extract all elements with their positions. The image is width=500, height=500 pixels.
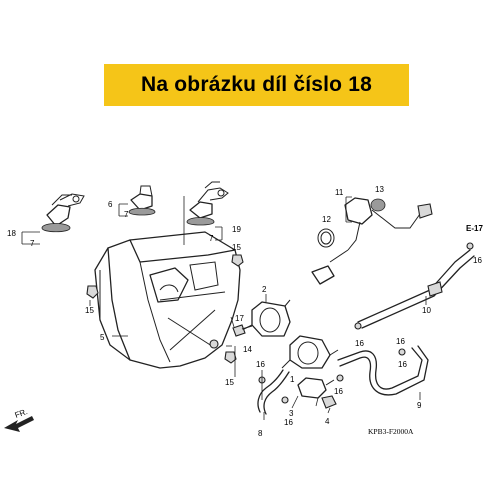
callout-15-c: 15: [225, 378, 234, 387]
fuel-tank: [94, 231, 241, 369]
callout-7-c: 7: [209, 234, 214, 243]
callout-16-g: 16: [398, 360, 407, 369]
callout-8: 8: [258, 429, 263, 438]
callout-16-d: 16: [355, 339, 364, 348]
front-arrow-icon: [4, 416, 34, 432]
callout-7-a: 7: [30, 239, 35, 248]
callout-13: 13: [375, 185, 384, 194]
fuel-tube-9: [337, 345, 429, 396]
callout-16-b: 16: [284, 418, 293, 427]
cap-lock-set-18: [41, 193, 85, 233]
callout-11: 11: [335, 188, 344, 197]
callout-10: 10: [422, 306, 431, 315]
front-label: FR.: [14, 407, 29, 420]
fuel-tube-8: [257, 369, 290, 415]
fuel-unit-12: [329, 197, 433, 263]
callout-4: 4: [325, 417, 330, 426]
callout-16-c: 16: [334, 387, 343, 396]
callout-3: 3: [289, 409, 294, 418]
callout-15-b: 15: [232, 243, 241, 252]
diagram-code: KPB3-F2000A: [368, 427, 414, 436]
clip-14: [209, 339, 219, 349]
cap-lock-set-19: [186, 181, 229, 226]
float-arm: [311, 265, 335, 285]
callout-16-e: 16: [396, 337, 405, 346]
fuel-pump-1: [281, 335, 339, 369]
callout-16-a: 16: [256, 360, 265, 369]
part-number-banner: Na obrázku díl číslo 18: [104, 64, 409, 106]
callout-15-a: 15: [85, 306, 94, 315]
clamp-4: [321, 395, 337, 409]
callout-17: 17: [235, 314, 244, 323]
gasket-13: [370, 198, 386, 212]
callout-6: 6: [108, 200, 113, 209]
callout-9: 9: [417, 401, 422, 410]
banner-title: Na obrázku díl číslo 18: [140, 73, 372, 96]
cap-lock-set-6: [128, 185, 156, 216]
nut-15-right: [231, 254, 244, 267]
callout-7-b: 7: [124, 210, 129, 219]
callout-1: 1: [290, 375, 295, 384]
section-reference: E-17: [466, 224, 483, 233]
nut-15-left: [86, 285, 99, 299]
nut-15-bottom: [224, 351, 237, 364]
callout-12: 12: [322, 215, 331, 224]
callout-2: 2: [262, 285, 267, 294]
callout-19: 19: [232, 225, 241, 234]
fuel-strainer-3: [297, 377, 335, 399]
callout-5: 5: [100, 333, 105, 342]
callout-14: 14: [243, 345, 252, 354]
callout-16-f: 16: [473, 256, 482, 265]
drain-tube-10: [357, 249, 475, 329]
fuel-filter-2: [241, 294, 291, 337]
bolt-17: [232, 324, 253, 337]
gasket-ring: [317, 228, 335, 248]
callout-18: 18: [7, 229, 16, 238]
